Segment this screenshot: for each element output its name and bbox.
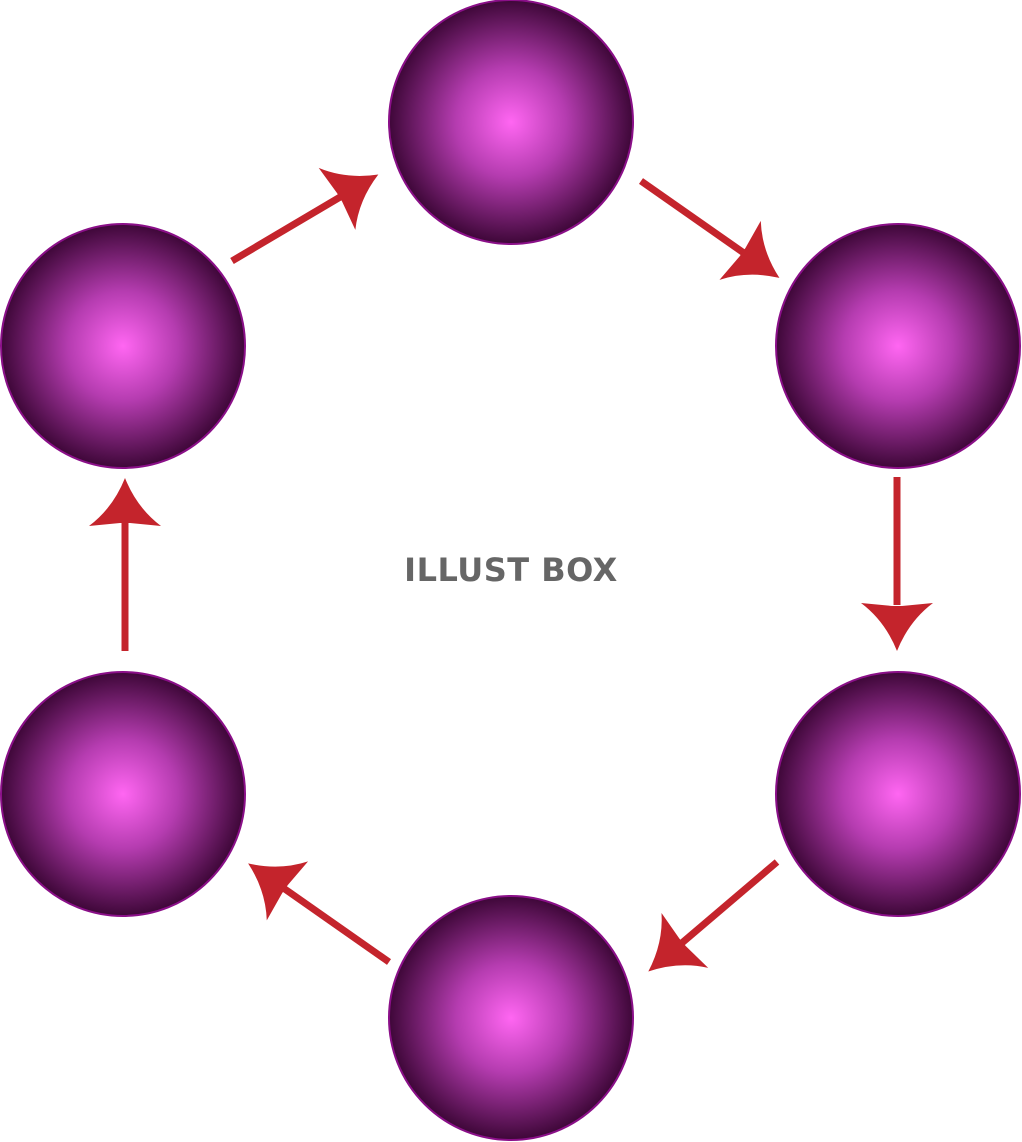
sphere-node-top: [388, 0, 634, 245]
sphere-node-lower-left: [0, 671, 246, 917]
arrow-upper-right-to-lower-right: [861, 477, 933, 651]
arrow-bottom-to-lower-left: [248, 861, 392, 965]
watermark-text: ILLUST BOX: [404, 551, 618, 589]
arrow-upper-left-to-top: [230, 167, 379, 265]
arrow-lower-left-to-upper-left: [89, 478, 161, 651]
arrow-top-to-upper-right: [638, 178, 780, 280]
sphere-node-bottom: [388, 895, 634, 1141]
sphere-node-upper-left: [0, 223, 246, 469]
arrow-lower-right-to-bottom: [648, 859, 780, 972]
sphere-node-lower-right: [775, 671, 1021, 917]
sphere-node-upper-right: [775, 223, 1021, 469]
